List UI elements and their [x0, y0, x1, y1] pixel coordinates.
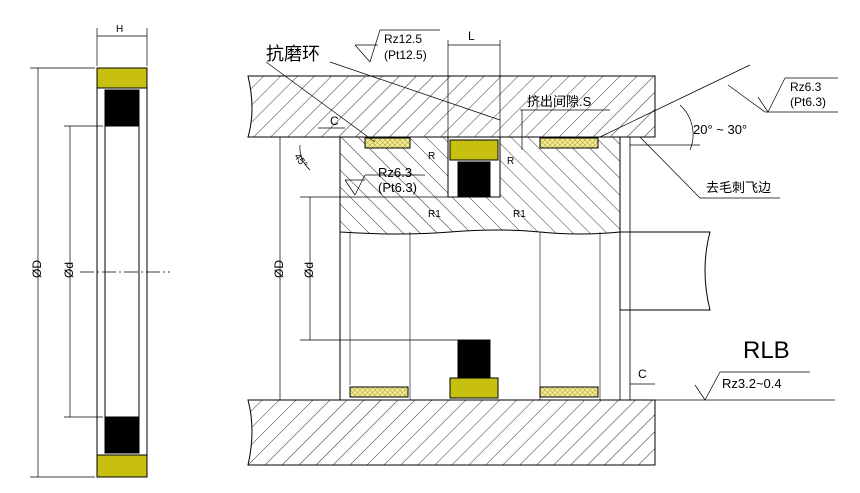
bore-roughness-label: Rz3.2~0.4 [722, 376, 782, 391]
outer-diameter-label: ØD [30, 260, 44, 278]
product-name: RLB [743, 337, 790, 364]
top-guide-ring-section [449, 139, 499, 161]
rod [619, 231, 711, 311]
lead-angle-label: 20° ~ 30° [693, 122, 747, 137]
groove-diameter-label: Ød [302, 262, 316, 278]
assembly-section [247, 75, 711, 466]
r1-right-label: R1 [513, 209, 526, 220]
bottom-guide-ring [96, 454, 148, 478]
housing-roughness-pt: (Pt12.5) [384, 48, 427, 62]
inner-diameter-label: Ød [62, 262, 76, 278]
groove-width-label: L [468, 29, 475, 43]
top-guide-ring [96, 67, 148, 89]
wear-ring-top-left [364, 137, 411, 149]
housing-roughness-rz: Rz12.5 [384, 32, 422, 46]
seal-front-view [30, 28, 170, 478]
top-seal-section [457, 161, 491, 198]
radius-right-label: R [507, 156, 514, 167]
wear-ring-bottom-left [349, 386, 409, 398]
bottom-guide-ring-section [449, 377, 499, 399]
wear-ring-bottom-right [539, 386, 599, 398]
chamfer-bottom-label: C [638, 367, 647, 381]
housing-bottom [247, 399, 656, 466]
wear-ring-top-right [539, 137, 599, 149]
bore-diameter-label: ØD [272, 260, 286, 278]
deburr-label: 去毛刺飞边 [706, 180, 771, 195]
lead-roughness-pt: (Pt6.3) [790, 95, 826, 109]
wear-ring-label: 抗磨环 [266, 44, 320, 64]
piston [339, 136, 621, 235]
extrusion-gap-label: 挤出间隙.S [527, 94, 592, 109]
groove-roughness-pt: (Pt6.3) [378, 180, 417, 195]
angle-45-label: 45° [291, 152, 309, 171]
dimension-lines [265, 29, 838, 401]
lead-roughness-rz: Rz6.3 [790, 80, 822, 94]
radius-left-label: R [428, 151, 435, 162]
bottom-seal-element [104, 416, 140, 454]
bottom-seal-section [457, 339, 491, 378]
chamfer-label: C [330, 114, 339, 128]
housing-top [247, 75, 656, 138]
top-seal-element [104, 89, 140, 127]
width-dimension-label: H [116, 24, 123, 35]
groove-roughness-rz: Rz6.3 [378, 165, 412, 180]
r1-left-label: R1 [428, 209, 441, 220]
